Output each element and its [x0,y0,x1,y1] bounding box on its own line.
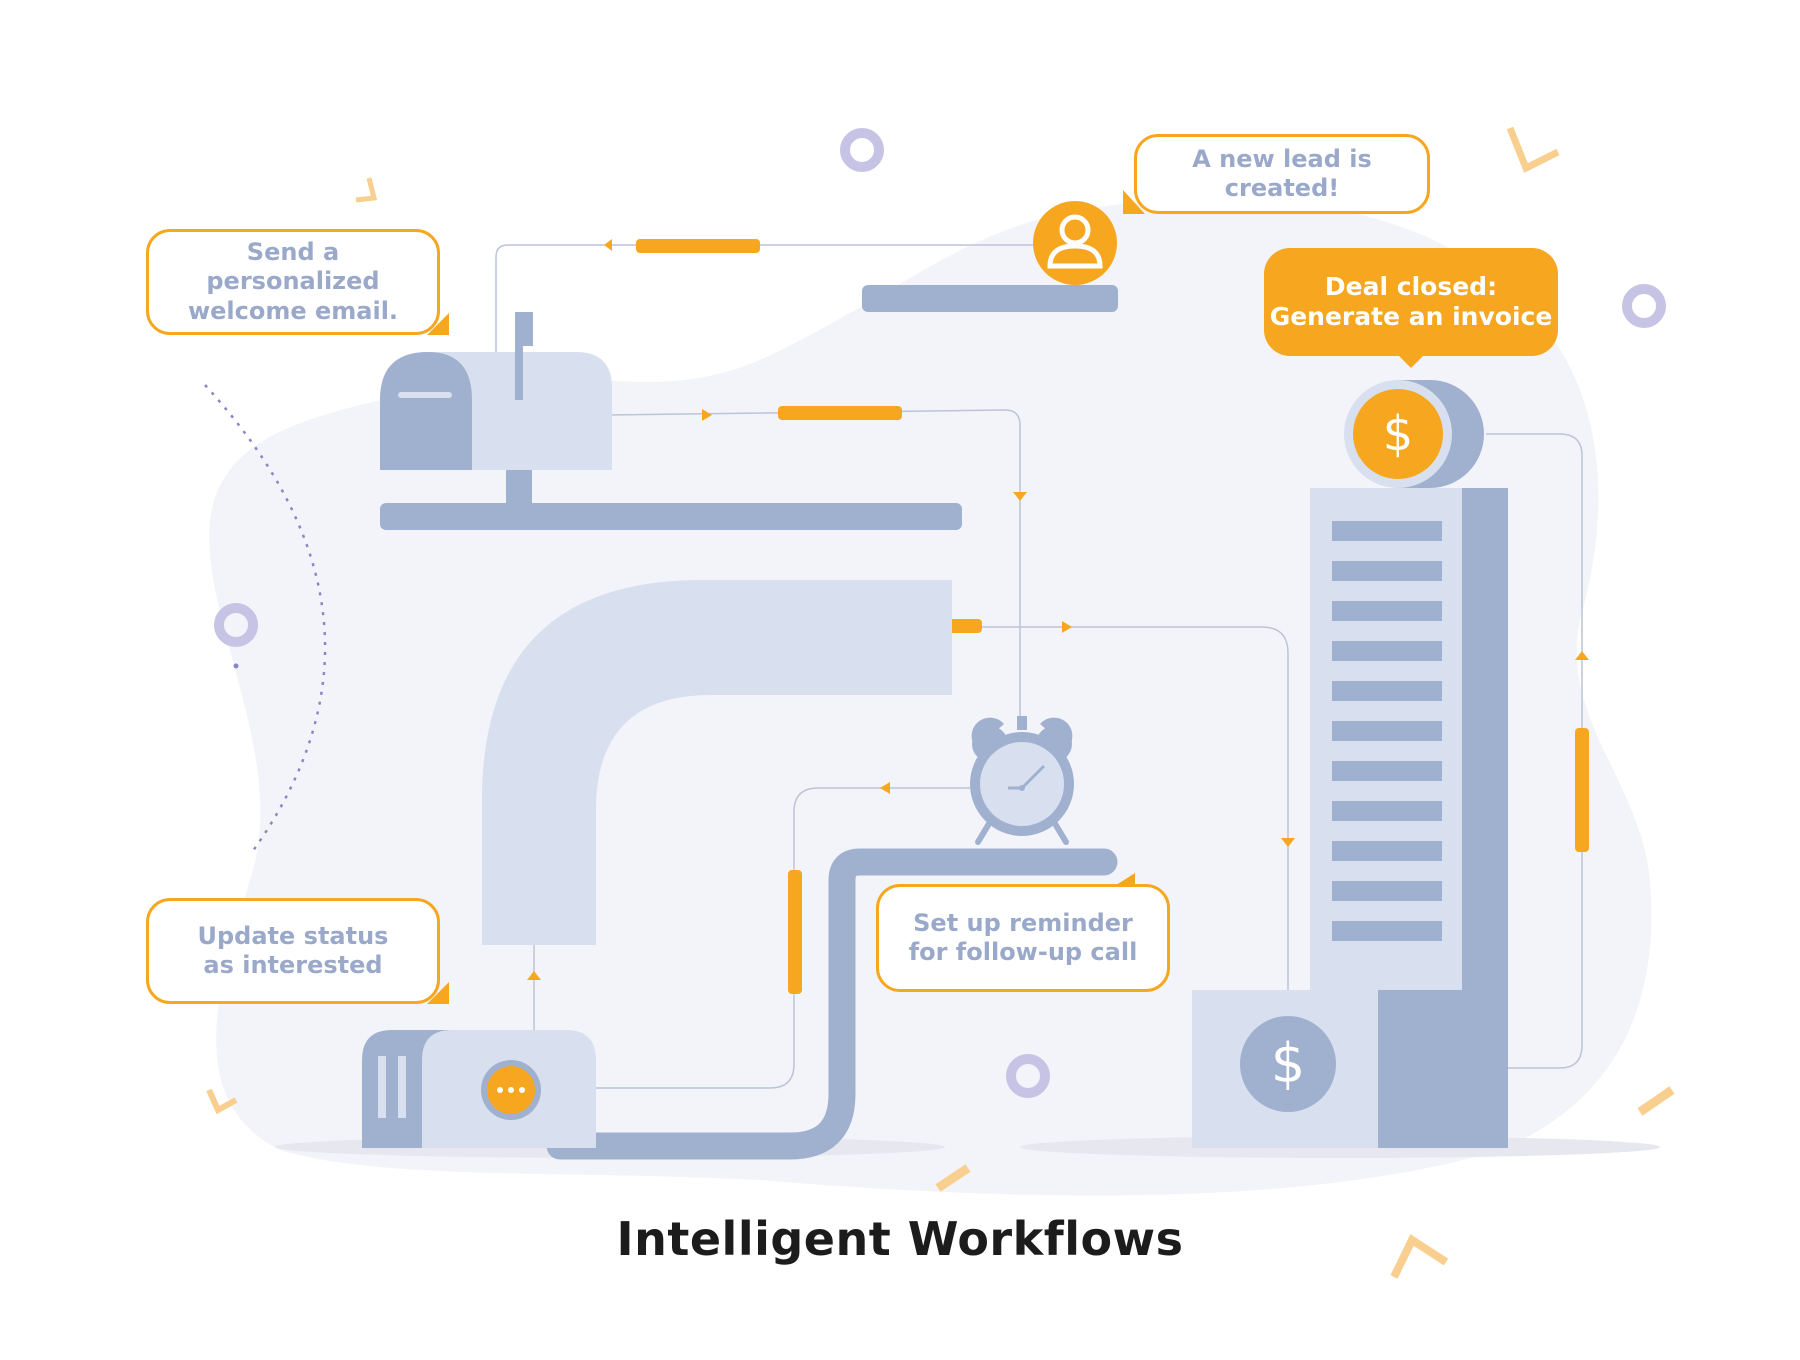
dollar-coin-icon [1344,380,1484,488]
dollar-sign-building: $ [1271,1032,1305,1095]
flow-bar [778,406,902,420]
flow-bar [1575,728,1589,852]
building-window-stripe [1332,721,1442,741]
building-window-stripe [1332,681,1442,701]
new-lead-bubble: A new lead is created! [1123,134,1430,214]
flow-bar [636,239,760,253]
building-windows [1332,521,1442,941]
alarm-clock-icon [970,716,1074,845]
reminder-text: Set up reminder for follow-up call [908,908,1138,966]
update-status-text: Update status as interested [197,921,389,979]
chevron-decoration [1506,126,1560,173]
bubble-tail [1398,355,1424,368]
reminder-bubble: Set up reminder for follow-up call [876,873,1170,992]
page-title: Intelligent Workflows [616,1212,1184,1266]
new-lead-text: A new lead is created! [1192,144,1372,202]
bottom-pipe [546,848,1118,1160]
bubble-tail [1123,190,1145,214]
status-device [362,1030,596,1148]
dollar-sign-coin: $ [1383,406,1414,462]
building-window-stripe [1332,921,1442,941]
bubble-tail [1113,873,1135,887]
building-window-stripe [1332,881,1442,901]
dash-decoration [935,1164,971,1192]
mailbox-post [506,465,532,505]
large-pipe [482,580,952,945]
dash-decoration [1637,1086,1675,1116]
chevron-decoration [206,1088,238,1115]
chat-dots-icon [481,1060,541,1120]
deal-closed-line1: Deal closed: [1324,271,1498,301]
ring-decoration [1622,284,1666,328]
lead-shelf [862,285,1118,312]
building-window-stripe [1332,641,1442,661]
small-dot [233,663,239,669]
bubble-tail [427,982,449,1004]
building-window-stripe [1332,601,1442,621]
ring-decoration [1006,1054,1050,1098]
deal-closed-bubble: Deal closed: Generate an invoice [1264,248,1558,368]
welcome-email-bubble: Send a personalized welcome email. [146,229,449,335]
arrowheads [527,239,1589,980]
welcome-email-text: Send a personalized welcome email. [187,238,399,325]
ring-decoration [214,603,258,647]
chevron-decoration [1390,1234,1449,1279]
mailbox-icon [380,312,612,470]
bubble-tail [427,313,449,335]
user-icon [1033,201,1117,285]
building-window-stripe [1332,841,1442,861]
mailbox-shelf [380,503,962,530]
building-window-stripe [1332,761,1442,781]
flow-bar [788,870,802,994]
ring-decoration [840,128,884,172]
deal-closed-line2: Generate an invoice [1269,302,1553,331]
building-window-stripe [1332,801,1442,821]
building-window-stripe [1332,521,1442,541]
update-status-bubble: Update status as interested [146,898,449,1004]
building-window-stripe [1332,561,1442,581]
chevron-decoration [355,177,378,203]
